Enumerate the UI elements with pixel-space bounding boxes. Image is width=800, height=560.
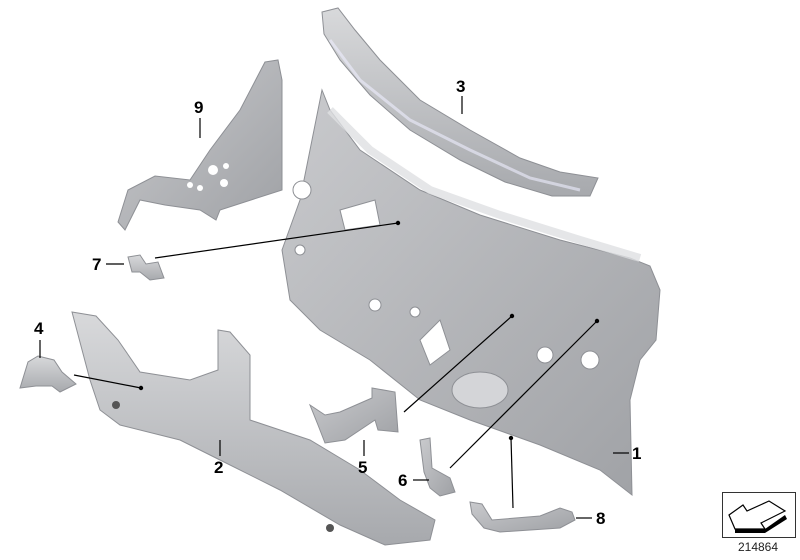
callout-8[interactable]: 8 [596,509,606,528]
reference-number: 214864 [737,540,779,554]
part-5-bracket[interactable] [308,387,399,444]
leader-dots [138,220,600,441]
part-6-bracket[interactable] [419,437,456,497]
callout-6[interactable]: 6 [398,471,408,490]
callout-5[interactable]: 5 [358,458,368,477]
part-4-bracket[interactable] [19,355,77,393]
callout-1[interactable]: 1 [632,444,642,463]
callout-7[interactable]: 7 [92,255,102,274]
part-7-clip[interactable] [127,254,165,281]
part-9-side-bracket[interactable] [117,59,283,231]
callout-4[interactable]: 4 [34,319,44,338]
callout-3[interactable]: 3 [456,77,466,96]
callout-9[interactable]: 9 [194,98,204,117]
leader-lines [39,96,629,519]
arrow-down-left-icon [728,500,787,533]
part-3-cowl-panel[interactable] [321,7,599,197]
part-2-tunnel-support[interactable] [71,311,436,546]
part-8-bracket[interactable] [469,501,576,533]
part-1-splash-wall[interactable] [281,88,661,497]
reference-box [722,492,796,538]
callout-2[interactable]: 2 [214,458,224,477]
